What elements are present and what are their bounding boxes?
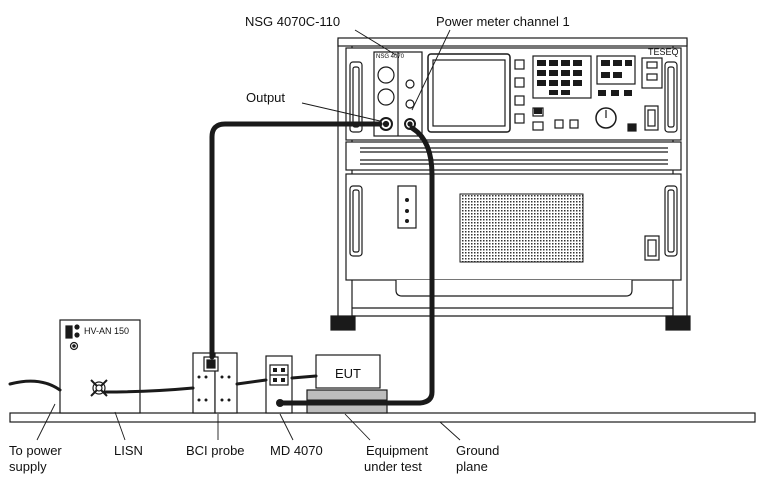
- keypad: [534, 60, 632, 114]
- ground-plane-label-2: plane: [456, 459, 488, 474]
- cables: [8, 121, 435, 407]
- power-meter-label: Power meter channel 1: [436, 14, 570, 29]
- eut-box: [315, 354, 381, 389]
- lisn-device: [59, 319, 141, 414]
- md-label: MD 4070: [270, 443, 323, 458]
- bci-probe-label: BCI probe: [186, 443, 245, 458]
- eut-label-1: Equipment: [366, 443, 429, 458]
- amp-indicator-dots: [405, 198, 409, 223]
- brand-logo: TESEQ: [648, 47, 679, 57]
- lisn-label: LISN: [114, 443, 143, 458]
- ground-plane-label-1: Ground: [456, 443, 499, 458]
- nsg-model-label: NSG 4070C-110: [245, 14, 340, 29]
- lisn-device-label: HV-AN 150: [84, 326, 129, 336]
- leader-lines: [36, 29, 461, 441]
- output-label: Output: [246, 90, 285, 105]
- bci-probe: [192, 352, 238, 414]
- eut-label-2: under test: [364, 459, 422, 474]
- amplifier-unit: [345, 173, 682, 297]
- eut-box-label: EUT: [335, 366, 361, 381]
- panel-badge: NSG 4070: [376, 54, 405, 60]
- rack-spacer-unit: [345, 141, 682, 171]
- vent-grille: [459, 193, 584, 263]
- to-power-supply-label-1: To power: [9, 443, 62, 458]
- to-power-supply-label-2: supply: [9, 459, 47, 474]
- bci-probe-dots: [197, 375, 231, 402]
- ground-plane: [9, 412, 756, 423]
